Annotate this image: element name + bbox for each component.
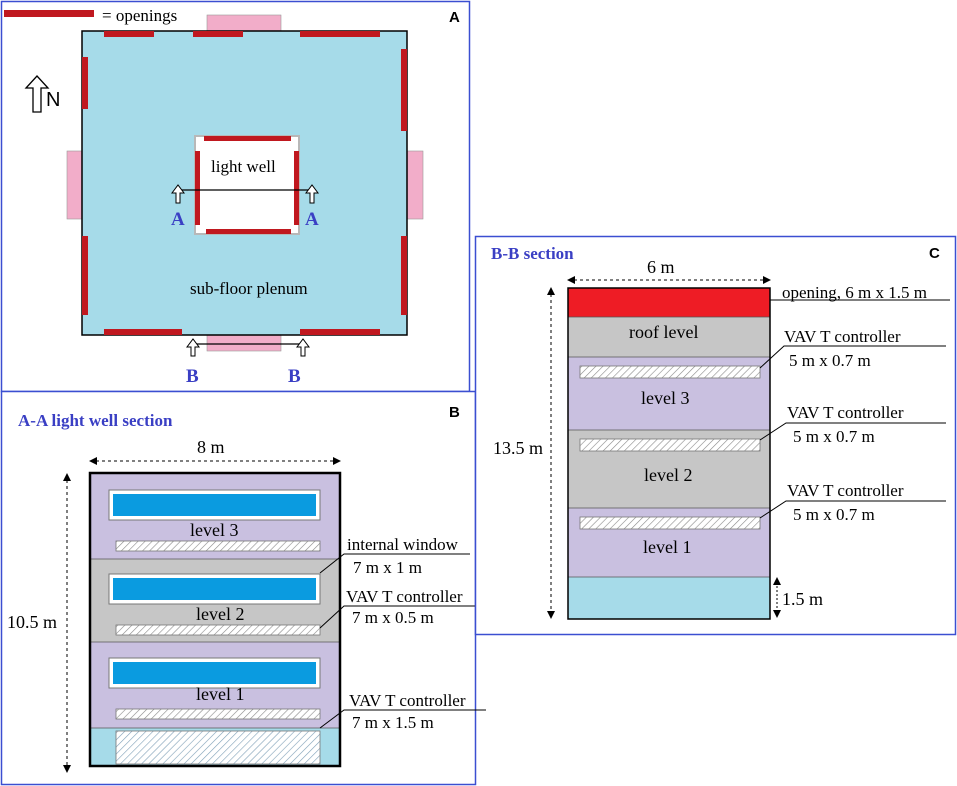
opening <box>294 151 299 225</box>
level-label: level 2 <box>644 465 692 485</box>
opening <box>300 31 380 37</box>
section-marker-a-left: A <box>171 209 185 230</box>
section-marker-b-left: B <box>186 366 199 387</box>
opening <box>300 329 380 335</box>
callout-line1: internal window <box>347 535 459 554</box>
roof-opening-band <box>568 288 770 317</box>
section-arrow-icon <box>305 184 319 204</box>
callout-leader <box>759 500 946 519</box>
width-label: 8 m <box>197 437 225 457</box>
panel-b-title: A-A light well section <box>18 411 173 430</box>
level-label: level 3 <box>190 520 238 540</box>
opening <box>204 136 291 141</box>
level-label: level 1 <box>643 537 691 557</box>
light-well-openings <box>195 136 299 234</box>
roof-level-band <box>568 317 770 357</box>
panel-c: C B-B section 6 m 13.5 m roof level leve… <box>474 235 957 636</box>
callout-line1: VAV T controller <box>787 403 904 422</box>
callout-leader <box>319 605 486 629</box>
panel-c-title: B-B section <box>491 244 574 263</box>
vav-controller <box>115 540 321 552</box>
legend-opening-swatch <box>4 10 94 17</box>
legend-label: = openings <box>102 6 177 25</box>
panel-c-id: C <box>929 245 940 262</box>
top-annex <box>206 14 282 33</box>
vav-controller <box>579 438 761 452</box>
callout-line2: 5 m x 0.7 m <box>793 505 875 524</box>
opening-label: opening, 6 m x 1.5 m <box>782 283 927 302</box>
opening <box>104 31 154 37</box>
north-label: N <box>46 89 60 111</box>
panel-a-id: A <box>449 9 460 26</box>
callout-leader <box>759 345 946 369</box>
opening <box>193 31 243 37</box>
level-label: level 2 <box>196 604 244 624</box>
plenum-label: sub-floor plenum <box>190 279 308 298</box>
opening <box>401 49 407 131</box>
section-marker-b-right: B <box>288 366 301 387</box>
opening <box>82 57 88 109</box>
level-label: level 3 <box>641 388 689 408</box>
light-well-label: light well <box>211 157 276 176</box>
callout-line2: 5 m x 0.7 m <box>793 427 875 446</box>
bottom-annex <box>206 333 282 352</box>
callout-line1: VAV T controller <box>787 481 904 500</box>
section-arrow-icon <box>171 184 185 204</box>
callout-line2: 7 m x 0.5 m <box>352 608 434 627</box>
perimeter-openings <box>82 31 407 335</box>
width-label: 6 m <box>647 257 675 277</box>
roof-level-label: roof level <box>629 322 698 342</box>
vav-controller <box>115 708 321 720</box>
section-outline <box>567 287 771 620</box>
plenum-band <box>568 577 770 619</box>
opening <box>104 329 182 335</box>
opening <box>82 236 88 315</box>
callout-line2: 5 m x 0.7 m <box>789 351 871 370</box>
section-outline <box>88 471 342 768</box>
opening <box>206 229 291 234</box>
callout-line1: VAV T controller <box>784 327 901 346</box>
level-label: level 1 <box>196 684 244 704</box>
north-arrow-icon <box>24 75 50 113</box>
callout-line1: VAV T controller <box>349 691 466 710</box>
section-arrow-icon <box>296 338 310 357</box>
callout-line1: VAV T controller <box>346 587 463 606</box>
vav-controller <box>115 624 321 636</box>
vav-controller <box>579 365 761 379</box>
callout-leader <box>319 553 470 574</box>
section-arrow-icon <box>186 338 200 357</box>
panel-b-id: B <box>449 404 460 421</box>
height-label: 13.5 m <box>493 438 543 458</box>
callout-leader <box>759 422 946 441</box>
panel-a: A = openings lig <box>0 0 471 393</box>
opening <box>401 236 407 315</box>
east-annex <box>406 150 424 220</box>
opening <box>195 151 200 225</box>
west-annex <box>66 150 83 220</box>
vav-controller <box>579 516 761 530</box>
callout-leader <box>319 709 486 729</box>
callout-line2: 7 m x 1 m <box>353 558 422 577</box>
section-marker-a-right: A <box>305 209 319 230</box>
vav-controller-plenum <box>115 730 321 765</box>
light-well-box <box>194 135 300 235</box>
callout-line2: 7 m x 1.5 m <box>352 713 434 732</box>
height-label: 10.5 m <box>7 612 57 632</box>
panel-b: B A-A light well section 8 m 10.5 m leve… <box>0 390 486 786</box>
plenum-height-label: 1.5 m <box>782 589 823 609</box>
